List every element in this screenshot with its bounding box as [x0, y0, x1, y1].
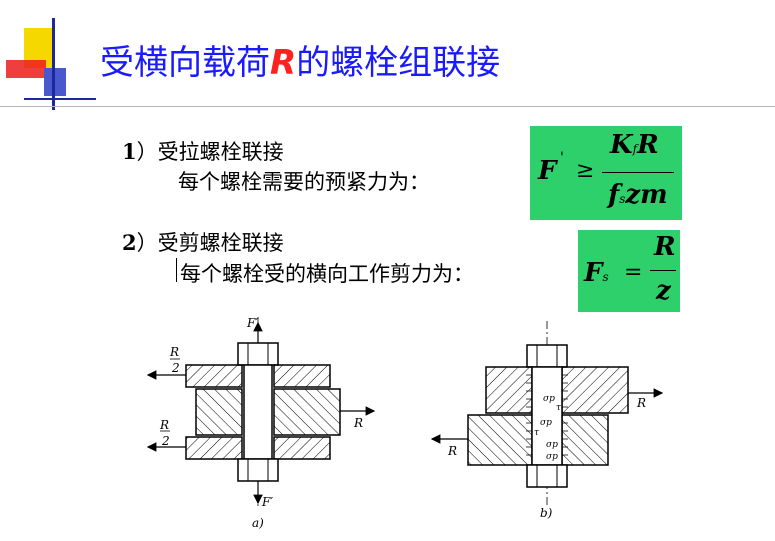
figure-a-bottom-plate-right: [273, 436, 331, 460]
formula-1: F ' ≥ KfR fszm: [530, 126, 682, 220]
figure-a-friction-marks: [200, 386, 322, 438]
figure-b-bolt-shank: [531, 366, 563, 466]
formula-2: Fs = R z: [578, 230, 680, 312]
figure-a-top-force-label: F′: [247, 316, 259, 330]
formula-1-den-rest: zm: [625, 180, 668, 210]
figure-a-bottom-plate-left: [185, 436, 243, 460]
figure-a-bottom-force-label: F′: [262, 495, 274, 509]
item-1-description: 每个螺栓需要的预紧力为：: [178, 170, 430, 194]
formula-1-denominator: fszm: [608, 180, 668, 210]
formula-1-num-r: R: [637, 130, 659, 160]
title-decoration-red: [6, 60, 46, 78]
title-decoration-blue: [44, 68, 66, 96]
figure-a-top-nut: [237, 342, 279, 366]
formula-2-op: =: [624, 260, 643, 285]
title-divider: [0, 106, 775, 107]
figure-b-top-plate-right: [561, 366, 629, 414]
figure-b-label-4: τ: [534, 428, 539, 438]
figure-b-label-1: σp: [543, 394, 555, 404]
figure-a-top-plate-left: [185, 364, 243, 388]
figure-a-left-bottom-den: 2: [162, 434, 170, 448]
formula-1-fraction-bar: [602, 172, 674, 173]
figure-a: [146, 317, 376, 507]
title-decoration-hline: [24, 98, 96, 100]
formula-1-num-sub: f: [632, 142, 638, 156]
bolt-joint-figure: [146, 317, 664, 507]
figure-a-left-top-den: 2: [172, 361, 180, 375]
figure-b-stress-marks: [526, 374, 568, 456]
figure-a-caption: a): [252, 516, 264, 530]
formula-1-den-f: f: [608, 180, 620, 210]
item-1-number: 1: [122, 139, 137, 164]
figure-b-bottom-plate-right: [561, 414, 609, 466]
figure-a-left-top-r: R: [170, 345, 180, 359]
title-suffix: 的螺栓组联接: [296, 43, 501, 83]
item-2-heading-text: ）受剪螺栓联接: [136, 231, 284, 255]
figure-a-bolt-head: [237, 458, 279, 482]
item-2-description: 每个螺栓受的横向工作剪力为：: [180, 262, 474, 286]
figure-a-right-r: R: [354, 416, 364, 430]
figure-b-label-5: σp: [546, 440, 558, 450]
item-2-number: 2: [122, 230, 137, 255]
formula-1-num-k: K: [610, 130, 633, 160]
figure-b-top-nut: [526, 344, 568, 368]
formula-1-den-sub: s: [619, 192, 626, 206]
formula-2-denominator: z: [656, 276, 671, 306]
title-decoration-vline: [52, 18, 55, 110]
formula-1-prime: ': [560, 150, 564, 166]
formula-2-fraction-bar: [650, 270, 676, 271]
figure-a-middle-plate-left: [195, 388, 243, 436]
item-1-heading: 1）受拉螺栓联接: [122, 136, 284, 166]
figure-b-top-plate-left: [485, 366, 533, 414]
figure-b-right-r: R: [637, 396, 647, 410]
figure-a-top-plate-right: [273, 364, 331, 388]
figure-b-bottom-plate-left: [467, 414, 533, 466]
formula-2-numerator: R: [654, 232, 676, 262]
formula-2-lhs-sub: s: [602, 270, 609, 284]
figure-a-left-bottom-r: R: [160, 418, 170, 432]
figure-b: [430, 321, 664, 505]
figure-a-middle-plate-right: [273, 388, 341, 436]
title-prefix: 受横向载荷: [100, 43, 270, 83]
figure-a-bolt-shank: [243, 364, 273, 460]
formula-2-lhs-f: F: [584, 258, 603, 288]
text-cursor: [176, 258, 177, 282]
figure-b-label-3: σp: [540, 418, 552, 428]
formula-1-numerator: KfR: [610, 130, 659, 160]
figure-b-label-2: τ: [556, 403, 561, 413]
item-2-heading: 2）受剪螺栓联接: [122, 227, 284, 257]
slide-title: 受横向载荷R的螺栓组联接: [100, 35, 500, 84]
formula-1-op: ≥: [576, 158, 595, 183]
title-r: R: [270, 43, 297, 83]
item-1-heading-text: ）受拉螺栓联接: [136, 140, 284, 164]
figure-b-bolt-head: [526, 464, 568, 488]
formula-1-lhs: F: [538, 156, 557, 186]
figure-b-caption: b): [540, 506, 553, 520]
figure-b-left-r: R: [448, 444, 458, 458]
figure-b-label-6: σp: [546, 452, 558, 462]
formula-2-lhs: Fs: [584, 258, 609, 288]
